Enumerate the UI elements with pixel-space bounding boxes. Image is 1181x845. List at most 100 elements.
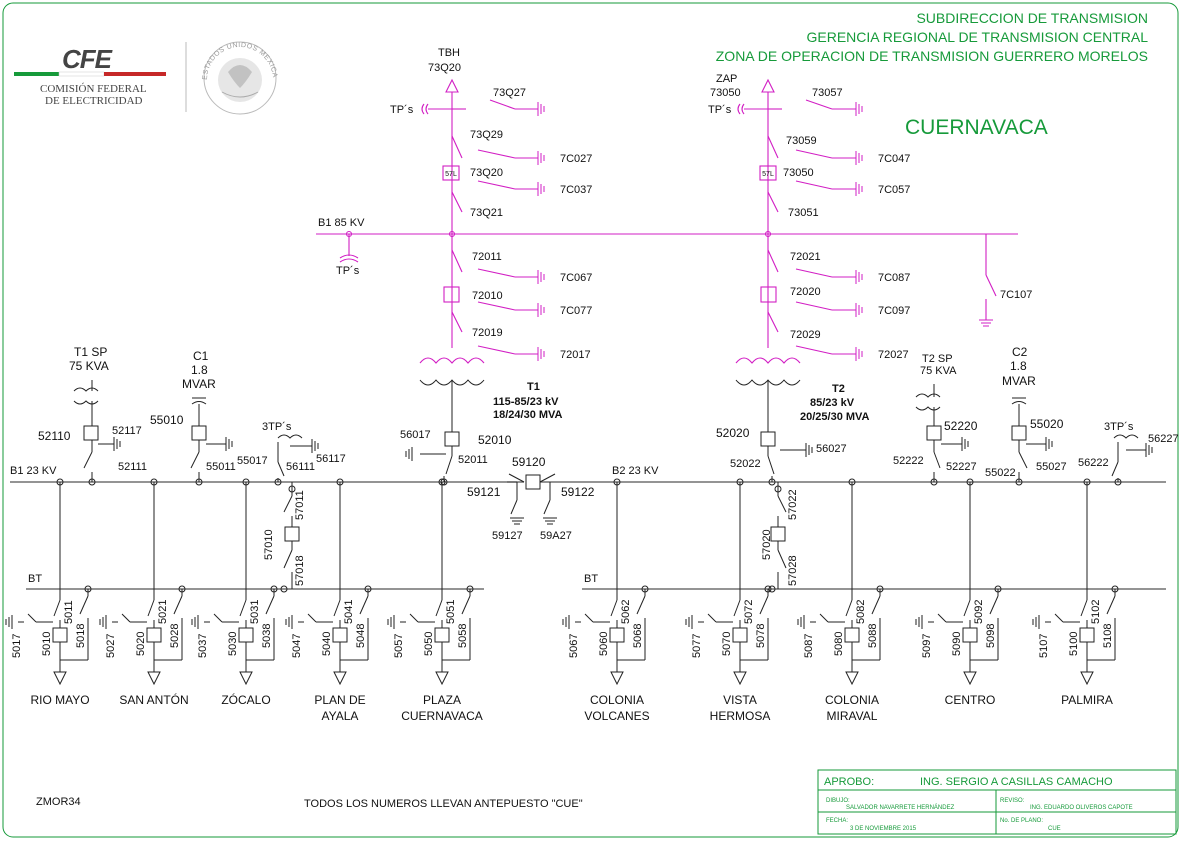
transformer-t2: T2 85/23 kV 20/25/30 MVA: [735, 357, 870, 432]
svg-text:75 KVA: 75 KVA: [69, 359, 109, 373]
line-tbh-name: TBH: [438, 47, 460, 59]
feeder-ground-switch-label: 5017: [11, 634, 23, 658]
feeder-ground-switch-label: 5077: [691, 634, 703, 658]
svg-text:57L: 57L: [762, 171, 774, 178]
svg-text:T2 SP: T2 SP: [922, 353, 953, 365]
breaker-52010: [444, 431, 460, 447]
svg-text:7C057: 7C057: [878, 184, 910, 196]
svg-text:55020: 55020: [1030, 417, 1064, 431]
svg-text:115-85/23 kV: 115-85/23 kV: [493, 396, 559, 408]
svg-text:73057: 73057: [812, 87, 843, 99]
svg-text:MVAR: MVAR: [1002, 374, 1036, 388]
feeder-bypass-label: 5078: [755, 624, 767, 648]
header-line3: ZONA DE OPERACION DE TRANSMISION GUERRER…: [716, 48, 1148, 64]
svg-text:59121: 59121: [467, 485, 501, 499]
feeder-bypass-label: 5068: [632, 624, 644, 648]
svg-text:56117: 56117: [316, 453, 346, 465]
feeder-breaker-label: 5020: [135, 632, 147, 656]
feeder-name-line2: HERMOSA: [710, 709, 771, 723]
line-zap-id: 73050: [710, 87, 741, 99]
feeder-bypass-label: 5018: [75, 624, 87, 648]
feeder-name: PLAN DE: [314, 693, 365, 707]
switch-73q21: [451, 191, 463, 213]
svg-text:55027: 55027: [1036, 461, 1067, 473]
svg-text:72019: 72019: [472, 327, 503, 339]
feeder-bypass-label: 5048: [355, 624, 367, 648]
svg-text:75 KVA: 75 KVA: [920, 365, 957, 377]
svg-text:52020: 52020: [716, 426, 750, 440]
feeder-ground-switch-label: 5027: [105, 634, 117, 658]
feeder-name-line2: VOLCANES: [584, 709, 649, 723]
svg-text:52222: 52222: [893, 455, 924, 467]
switch-7c107: [985, 274, 997, 297]
svg-text:72017: 72017: [560, 349, 591, 361]
feeder-switch-label: 5072: [743, 600, 755, 624]
svg-text:C1: C1: [193, 349, 209, 363]
feeder-switch-label: 5092: [973, 600, 985, 624]
breaker-73050: [759, 165, 777, 181]
svg-text:85/23 kV: 85/23 kV: [810, 397, 855, 409]
feeder-breaker-label: 5060: [598, 632, 610, 656]
svg-text:APROBO:: APROBO:: [824, 776, 874, 788]
feeder-name: COLONIA: [825, 693, 879, 707]
feeder-switch-label: 5021: [157, 600, 169, 624]
svg-text:72027: 72027: [878, 349, 909, 361]
footer-note: TODOS LOS NUMEROS LLEVAN ANTEPUESTO "CUE…: [304, 798, 583, 810]
cfe-name-line2: DE ELECTRICIDAD: [45, 95, 143, 107]
svg-text:52117: 52117: [112, 425, 142, 437]
svg-text:55011: 55011: [206, 461, 236, 473]
feeder-name-line2: CUERNAVACA: [401, 709, 483, 723]
feeder-name: CENTRO: [945, 693, 996, 707]
svg-text:MVAR: MVAR: [182, 377, 216, 391]
svg-text:7C037: 7C037: [560, 184, 592, 196]
svg-text:56027: 56027: [816, 443, 847, 455]
header-line1: SUBDIRECCION DE TRANSMISION: [916, 10, 1148, 26]
feeder-name: PLAZA: [423, 693, 461, 707]
feeder-name: ZÓCALO: [221, 692, 270, 707]
svg-text:52220: 52220: [944, 419, 978, 433]
svg-text:7C097: 7C097: [878, 305, 910, 317]
svg-text:TP´s: TP´s: [708, 104, 732, 116]
svg-text:56017: 56017: [400, 429, 431, 441]
svg-text:73050: 73050: [783, 167, 814, 179]
header-line2: GERENCIA REGIONAL DE TRANSMISION CENTRAL: [806, 29, 1148, 45]
feeder-name: PALMIRA: [1061, 693, 1113, 707]
breaker-72010: [443, 286, 460, 303]
feeder-breaker-label: 5030: [227, 632, 239, 656]
svg-text:57011: 57011: [294, 490, 306, 520]
svg-text:56222: 56222: [1078, 457, 1109, 469]
feeder-switch-label: 5041: [343, 600, 355, 624]
breaker-72020: [760, 286, 777, 303]
station-name: CUERNAVACA: [905, 116, 1048, 139]
svg-text:57020: 57020: [761, 529, 773, 560]
feeder-bypass-label: 5038: [261, 624, 273, 648]
feeder-switch-label: 5102: [1090, 600, 1102, 624]
svg-text:ING. SERGIO A CASILLAS CAMACH: ING. SERGIO A CASILLAS CAMACHO: [920, 776, 1113, 788]
svg-text:56227: 56227: [1148, 433, 1179, 445]
feeder-name: VISTA: [723, 693, 757, 707]
svg-text:REVISO:: REVISO:: [1000, 798, 1025, 804]
svg-text:T1 SP: T1 SP: [74, 345, 107, 359]
feeder-breaker-label: 5070: [721, 632, 733, 656]
svg-text:SALVADOR NAVARRETE HERNÁNDEZ: SALVADOR NAVARRETE HERNÁNDEZ: [846, 804, 955, 811]
title-block: APROBO: ING. SERGIO A CASILLAS CAMACHO D…: [817, 769, 1177, 835]
feeder-breaker-label: 5080: [833, 632, 845, 656]
svg-text:1.8: 1.8: [191, 363, 208, 377]
svg-text:ING. EDUARDO OLIVEROS CAPOTE: ING. EDUARDO OLIVEROS CAPOTE: [1030, 805, 1133, 811]
svg-text:BT: BT: [584, 573, 598, 585]
svg-text:52011: 52011: [458, 454, 488, 466]
cfe-name-line1: COMISIÓN FEDERAL: [40, 83, 147, 95]
svg-text:59120: 59120: [512, 455, 546, 469]
svg-text:BT: BT: [28, 573, 42, 585]
feeder-ground-switch-label: 5047: [291, 634, 303, 658]
svg-text:7C077: 7C077: [560, 305, 592, 317]
feeder-breaker-label: 5010: [41, 632, 53, 656]
svg-text:DIBUJO:: DIBUJO:: [826, 798, 850, 804]
